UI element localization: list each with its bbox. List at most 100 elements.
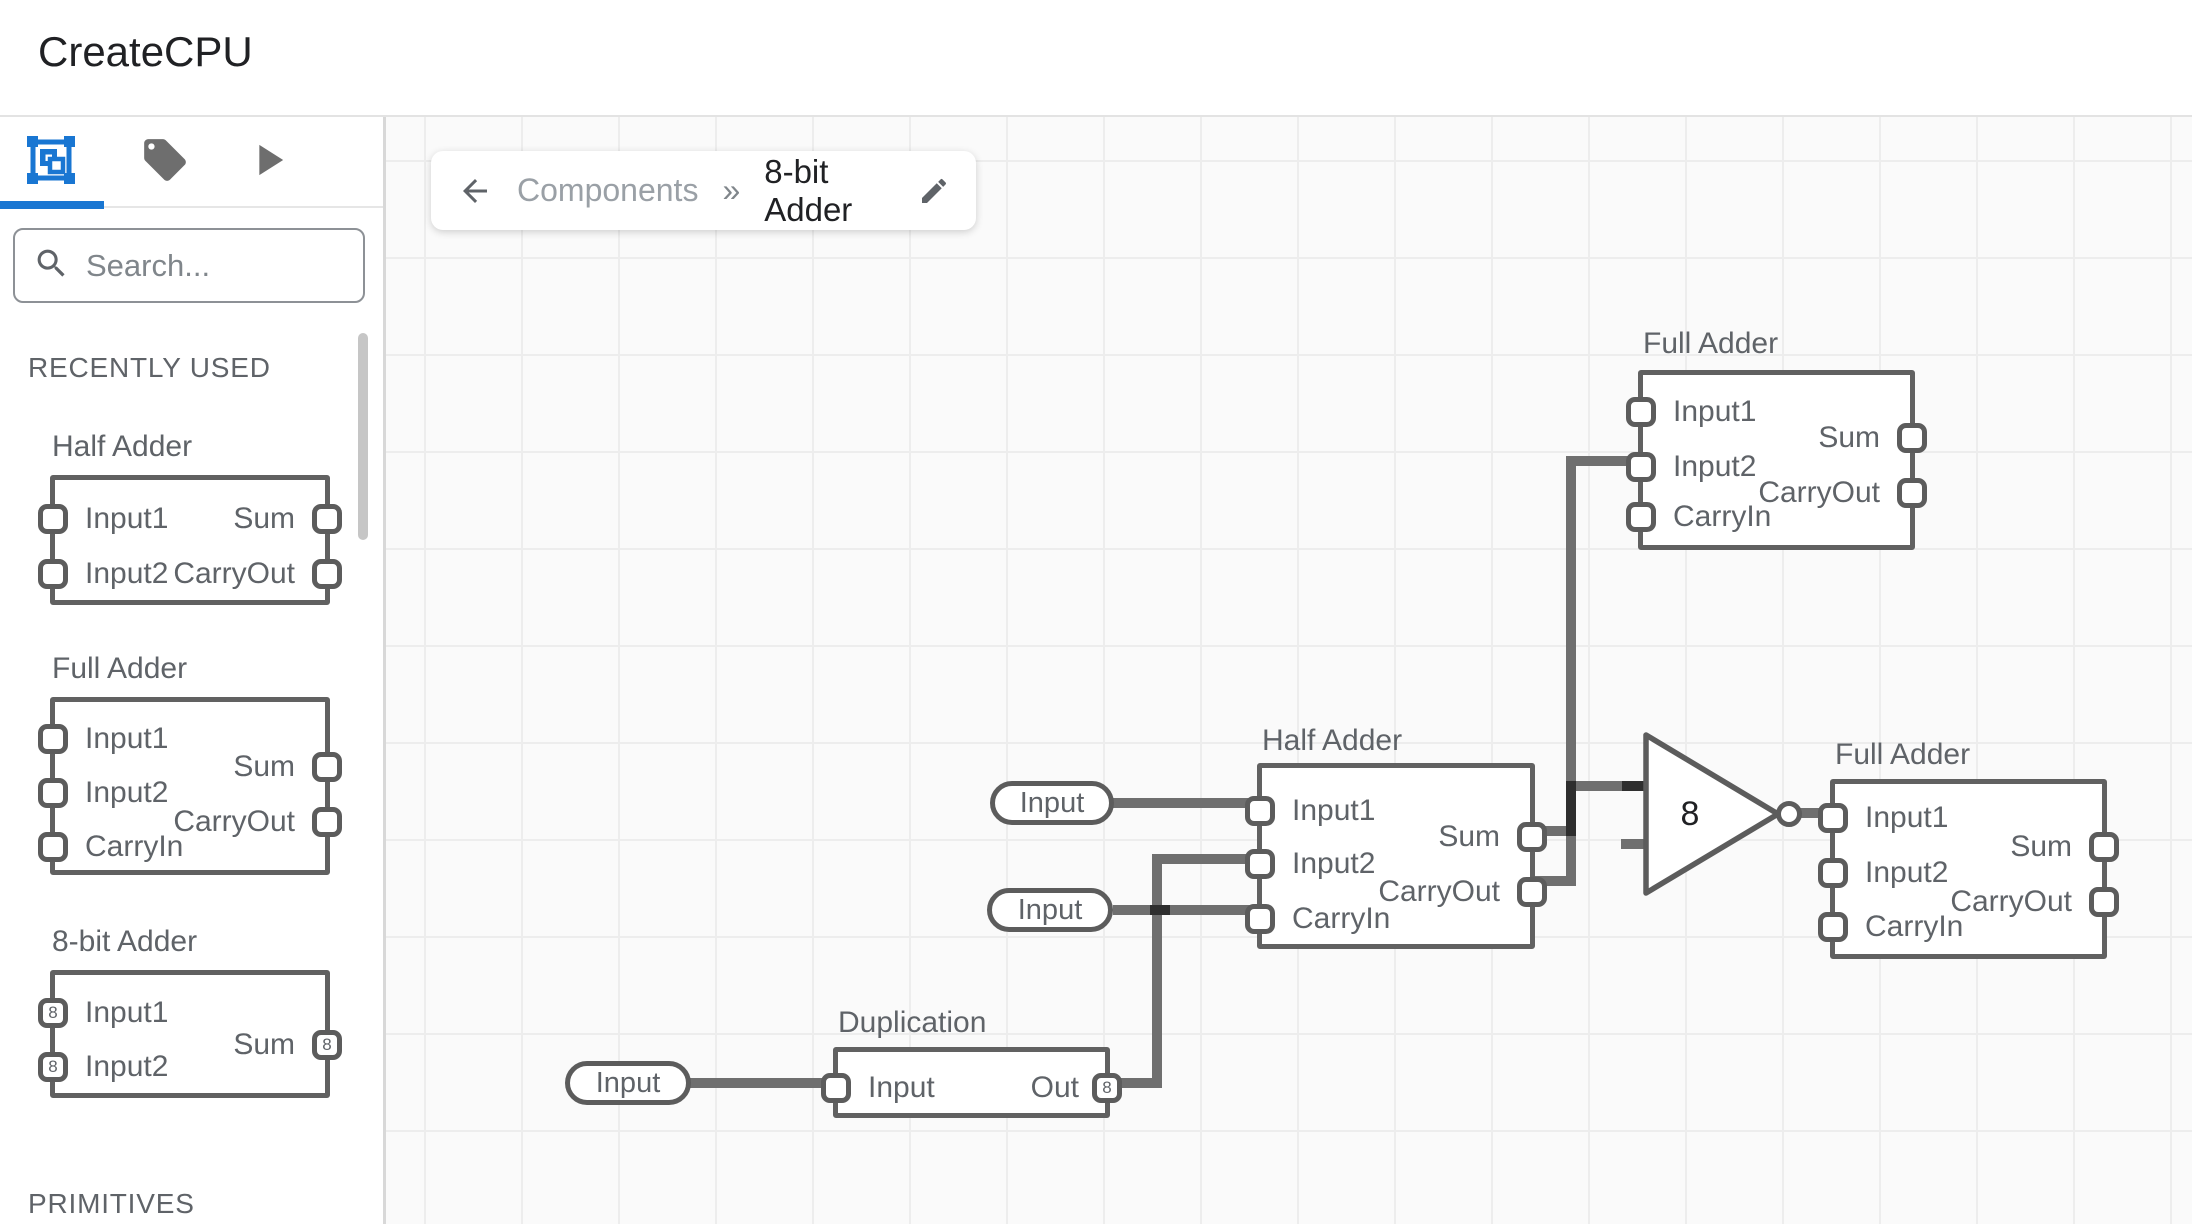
sidebar-scrollbar[interactable] xyxy=(358,333,368,540)
port-input1[interactable] xyxy=(1818,803,1848,833)
wire[interactable] xyxy=(1795,808,1835,818)
breadcrumb-separator: » xyxy=(722,172,741,208)
library-item-full-adder[interactable]: Full Adder Input1 Input2 CarryIn Sum Car… xyxy=(38,652,342,880)
components-icon xyxy=(27,136,75,184)
bus-width-badge: 8 xyxy=(48,1057,58,1076)
library-preview-box: Input1 Input2 CarryIn Sum CarryOut xyxy=(38,697,342,875)
port-sum[interactable] xyxy=(2089,832,2119,862)
port-label: Input2 xyxy=(1292,847,1376,880)
node-title: Duplication xyxy=(838,1006,987,1039)
library-item-title: Half Adder xyxy=(52,430,193,463)
gate-buffer-icon[interactable] xyxy=(1639,728,1809,902)
library-preview-box: Input1 Input2 Sum CarryOut xyxy=(38,475,342,605)
port-input2 xyxy=(38,559,68,589)
port-label: Input1 xyxy=(85,996,169,1029)
wire[interactable] xyxy=(1566,456,1642,466)
breadcrumb-components-link[interactable]: Components xyxy=(517,172,699,208)
port-carryin[interactable] xyxy=(1818,912,1848,942)
active-tab-indicator xyxy=(0,201,104,209)
port-carryin xyxy=(38,832,68,862)
search-input[interactable] xyxy=(84,246,363,285)
wire-stub[interactable] xyxy=(1621,839,1646,849)
port-carryout xyxy=(312,559,342,589)
search-box xyxy=(13,228,365,303)
node-duplication[interactable]: Input 8 Out xyxy=(821,1047,1122,1118)
port-input1[interactable] xyxy=(1626,397,1656,427)
port-label: CarryIn xyxy=(1865,910,1964,943)
port-input2[interactable] xyxy=(1818,858,1848,888)
wire[interactable] xyxy=(1535,876,1576,886)
node-title: Full Adder xyxy=(1835,738,1971,771)
app-title: CreateCPU xyxy=(38,28,253,75)
port-label: Input2 xyxy=(85,557,169,590)
tab-run[interactable] xyxy=(240,132,296,188)
wire[interactable] xyxy=(1152,854,1162,1088)
wire-junction xyxy=(1566,781,1576,836)
port-label: CarryIn xyxy=(1673,500,1772,533)
wire[interactable] xyxy=(1566,781,1646,791)
section-recently-used: RECENTLY USED xyxy=(28,352,271,383)
tabs-divider xyxy=(0,206,383,208)
library-item-title: 8-bit Adder xyxy=(52,925,198,958)
port-label: Sum xyxy=(233,1028,295,1061)
tab-tags[interactable] xyxy=(137,132,193,188)
port-out-8bit[interactable]: 8 xyxy=(1092,1073,1122,1103)
tag-icon xyxy=(144,139,186,181)
port-label: CarryOut xyxy=(173,557,295,590)
port-carryout xyxy=(312,807,342,837)
input-pin[interactable]: Input xyxy=(565,1061,691,1105)
port-label: CarryOut xyxy=(1758,476,1880,509)
port-carryout[interactable] xyxy=(1517,877,1547,907)
breadcrumb: Components » 8-bit Adder xyxy=(431,151,976,230)
node-full-adder-top[interactable]: Input1 Input2 CarryIn Sum CarryOut xyxy=(1626,370,1927,550)
port-label: Input1 xyxy=(85,502,169,535)
wire[interactable] xyxy=(690,1078,833,1088)
port-label: CarryOut xyxy=(1378,875,1500,908)
section-primitives: PRIMITIVES xyxy=(28,1188,195,1219)
wire[interactable] xyxy=(1535,826,1576,836)
port-carryout[interactable] xyxy=(2089,887,2119,917)
library-item-half-adder[interactable]: Half Adder Input1 Input2 Sum CarryOut xyxy=(38,430,342,610)
port-input2 xyxy=(38,778,68,808)
port-input2-8bit: 8 xyxy=(38,1052,68,1082)
wire-crossing xyxy=(1150,905,1170,915)
back-button[interactable] xyxy=(457,173,493,209)
input-pin[interactable]: Input xyxy=(987,888,1113,932)
port-carryin[interactable] xyxy=(1245,904,1275,934)
port-label: Sum xyxy=(1438,820,1500,853)
port-label: Input xyxy=(868,1071,935,1104)
library-item-8bit-adder[interactable]: 8-bit Adder 8 Input1 8 Input2 8 Sum xyxy=(38,925,342,1103)
node-full-adder-right[interactable]: Input1 Input2 CarryIn Sum CarryOut xyxy=(1818,779,2119,959)
port-input2[interactable] xyxy=(1626,452,1656,482)
bus-width-badge: 8 xyxy=(48,1003,58,1022)
port-sum xyxy=(312,504,342,534)
input-pin[interactable]: Input xyxy=(990,781,1114,825)
header-divider xyxy=(0,115,2192,117)
port-sum[interactable] xyxy=(1517,822,1547,852)
rename-button[interactable] xyxy=(918,175,950,207)
port-label: CarryIn xyxy=(1292,902,1391,935)
port-label: Input2 xyxy=(85,776,169,809)
port-carryin[interactable] xyxy=(1626,502,1656,532)
arrow-left-icon xyxy=(463,178,487,203)
wire[interactable] xyxy=(1113,905,1257,915)
wire[interactable] xyxy=(1566,456,1576,886)
bus-width-badge: 8 xyxy=(322,1035,332,1054)
node-half-adder[interactable]: Input1 Input2 CarryIn Sum CarryOut xyxy=(1245,763,1547,949)
wire[interactable] xyxy=(1152,854,1257,864)
port-label: Input1 xyxy=(1292,794,1376,827)
port-input2[interactable] xyxy=(1245,849,1275,879)
wire[interactable] xyxy=(1120,1078,1162,1088)
wire[interactable] xyxy=(1112,798,1257,808)
tab-components[interactable] xyxy=(23,132,79,188)
port-sum[interactable] xyxy=(1897,423,1927,453)
port-sum xyxy=(312,752,342,782)
port-input1[interactable] xyxy=(1245,796,1275,826)
gate-bit-width-label: 8 xyxy=(1680,795,1700,833)
port-carryout[interactable] xyxy=(1897,478,1927,508)
port-input[interactable] xyxy=(821,1073,851,1103)
port-label: CarryIn xyxy=(85,830,184,863)
circuit-canvas[interactable] xyxy=(386,117,2192,1224)
port-label: Sum xyxy=(233,750,295,783)
